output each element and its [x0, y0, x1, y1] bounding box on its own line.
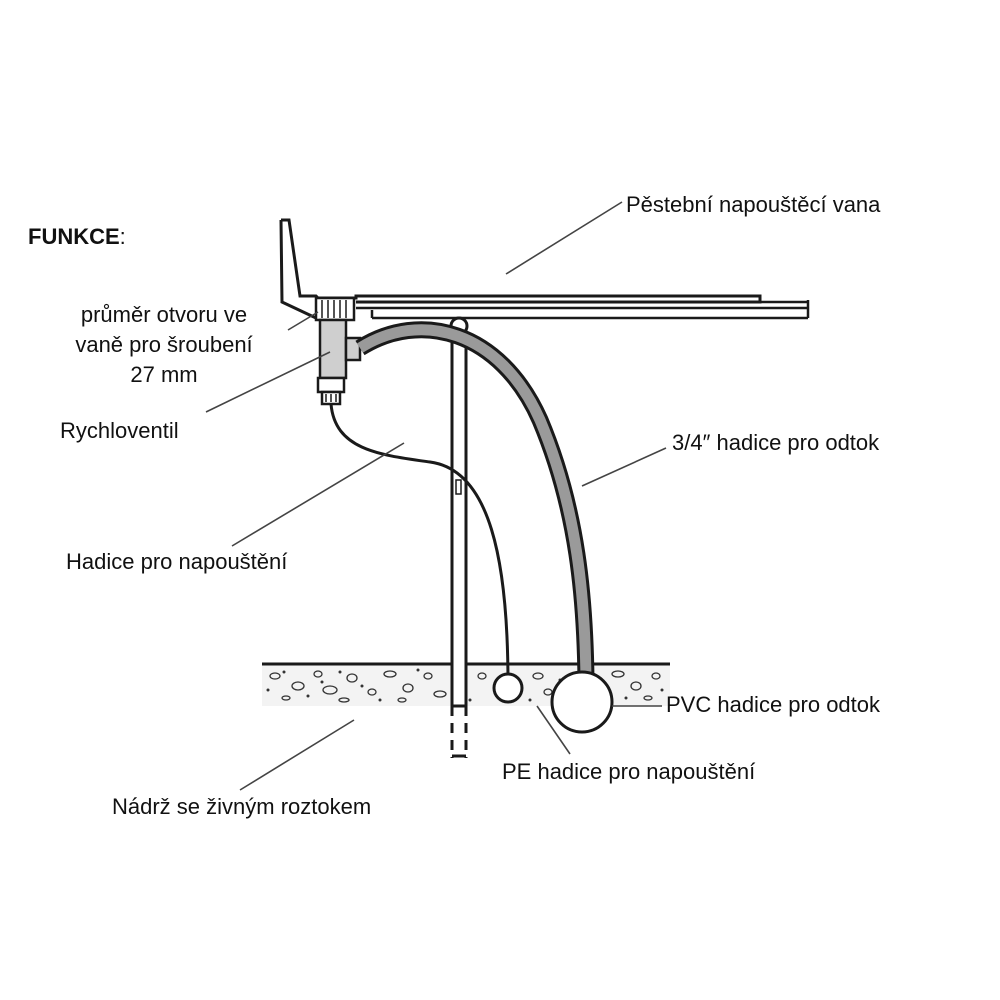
label-pvc-drain-hose: PVC hadice pro odtok — [666, 692, 881, 717]
leader-lines — [205, 201, 667, 791]
label-quick-valve: Rychloventil — [60, 418, 179, 443]
drain-hose — [355, 321, 595, 681]
label-hole-diameter-line3: 27 mm — [130, 362, 198, 387]
label-drain-hose: 3/4″ hadice pro odtok — [672, 430, 880, 455]
label-fill-hose: Hadice pro napouštění — [66, 549, 288, 574]
label-tray: Pěstební napouštěcí vana — [626, 192, 881, 217]
fitting-and-valve — [314, 296, 362, 406]
label-hole-diameter-line1: průměr otvoru ve — [80, 302, 248, 327]
heading: FUNKCE: — [28, 224, 126, 249]
label-pe-fill-hose: PE hadice pro napouštění — [502, 759, 756, 784]
label-hole-diameter-line2: vaně pro šroubení — [75, 332, 253, 357]
label-hole-diameter: průměr otvoru ve vaně pro šroubení 27 mm — [44, 300, 284, 390]
ground-pipes — [492, 670, 614, 734]
fill-hose — [329, 403, 510, 685]
tray — [279, 218, 810, 320]
support-post — [449, 316, 469, 708]
label-reservoir: Nádrž se živným roztokem — [112, 794, 372, 819]
